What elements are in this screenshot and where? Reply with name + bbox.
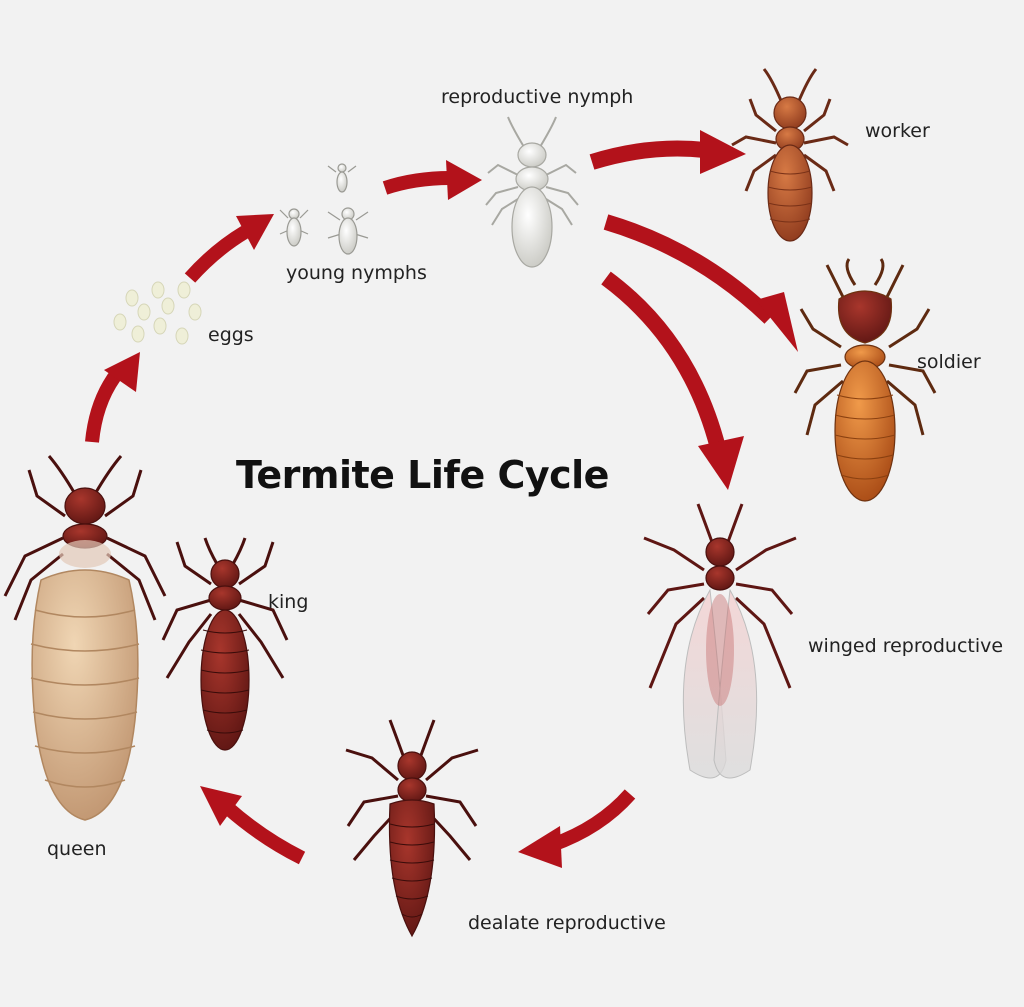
arrow-queen-to-eggs xyxy=(85,352,140,443)
arrow-nymph-to-winged xyxy=(601,271,744,490)
arrow-winged-to-dealate xyxy=(518,789,636,868)
queen-figure xyxy=(3,455,167,821)
soldier-figure xyxy=(793,258,937,502)
label-young-nymphs: young nymphs xyxy=(286,262,427,284)
label-king: king xyxy=(268,591,309,613)
label-winged-reproductive: winged reproductive xyxy=(808,635,1004,657)
reproductive-nymph-figure xyxy=(485,116,579,268)
winged-reproductive-figure xyxy=(643,503,797,779)
cycle-arrows xyxy=(85,130,798,868)
arrow-young-to-reproductive-nymph xyxy=(382,160,482,200)
label-soldier: soldier xyxy=(917,351,981,373)
label-eggs: eggs xyxy=(208,324,254,346)
label-queen: queen xyxy=(47,838,107,860)
worker-figure xyxy=(731,68,849,242)
arrow-nymph-to-worker xyxy=(589,130,746,174)
young-nymphs xyxy=(279,163,369,255)
dealate-reproductive-figure xyxy=(345,719,479,938)
diagram-title: Termite Life Cycle xyxy=(236,453,609,497)
label-worker: worker xyxy=(865,120,930,142)
label-dealate-reproductive: dealate reproductive xyxy=(468,912,666,934)
arrow-nymph-to-soldier xyxy=(603,214,798,352)
king-figure xyxy=(161,537,289,751)
arrow-dealate-to-queen xyxy=(200,786,306,865)
label-reproductive-nymph: reproductive nymph xyxy=(441,86,634,108)
eggs-cluster xyxy=(113,281,202,345)
arrow-eggs-to-young-nymphs xyxy=(184,214,274,283)
